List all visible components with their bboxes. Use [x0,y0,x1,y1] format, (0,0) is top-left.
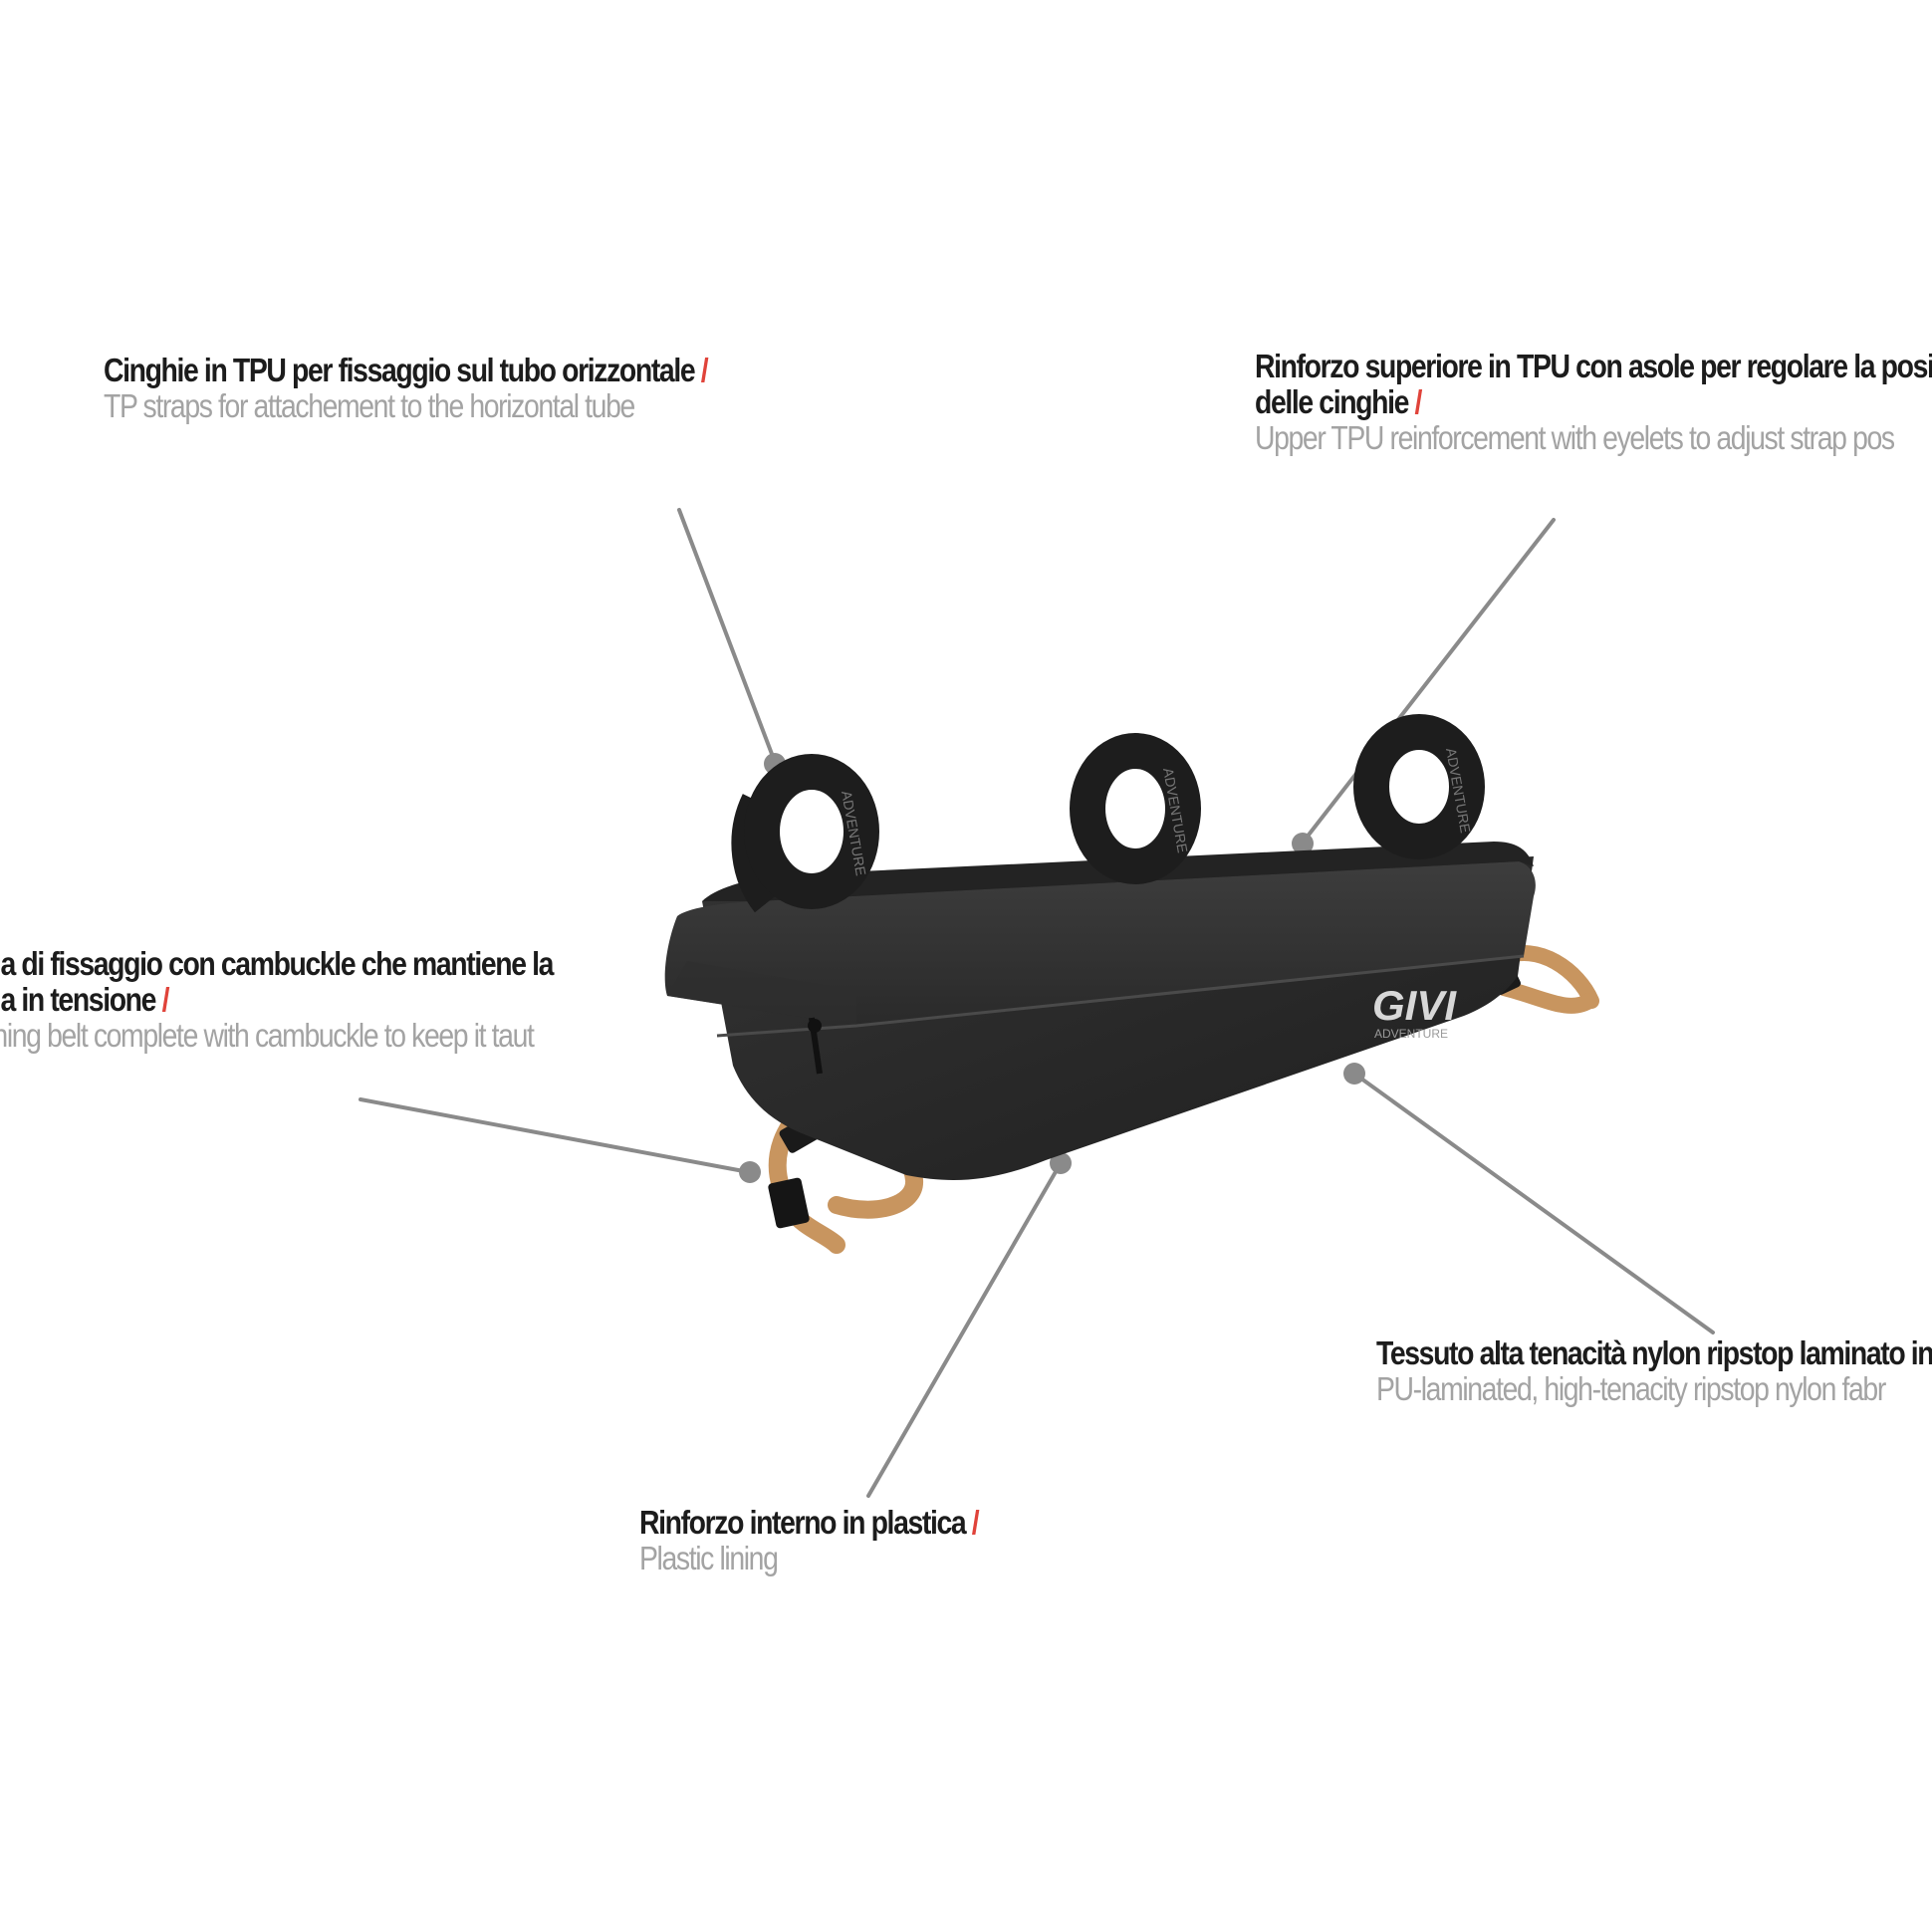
leader-dot-top-reinforcement [1292,833,1314,854]
callout-top-reinforcement-it-1: Rinforzo superiore in TPU con asole per … [1255,348,1932,384]
callout-fabric: Tessuto alta tenacità nylon ripstop lami… [1376,1335,1932,1407]
callout-top-reinforcement-it-2: delle cinghie / [1255,383,1422,420]
callout-top-straps-it: Cinghie in TPU per fissaggio sul tubo or… [104,352,709,388]
leader-line-fastening-belt [359,1097,751,1174]
top-strap-left: ADVENTURE [731,754,879,913]
givi-logo: GIVI [1372,982,1457,1029]
leader-line-top-straps [677,508,777,764]
callout-fastening-belt: hia di fissaggio con cambuckle che manti… [0,945,554,1054]
bag-seam [716,954,1525,1038]
callout-top-reinforcement: Rinforzo superiore in TPU con asole per … [1255,349,1932,456]
bag-side-panel [667,961,856,1026]
leader-line-plastic-lining [866,1161,1063,1498]
callout-fastening-belt-en: ening belt complete with cambuckle to ke… [0,1017,535,1054]
top-strap-right: ADVENTURE [1353,714,1485,859]
leader-dot-fabric [1343,1063,1365,1085]
top-strap-middle: ADVENTURE [1070,733,1201,884]
bag-top-panel [664,861,1536,1026]
callout-plastic-lining-it: Rinforzo interno in plastica / [639,1504,980,1541]
callout-plastic-lining: Rinforzo interno in plastica / Plastic l… [639,1504,980,1576]
callout-fabric-en: PU-laminated, high-tenacity ripstop nylo… [1376,1370,1886,1407]
leader-dot-fastening-belt [739,1161,761,1183]
callout-top-straps-en: TP straps for attachement to the horizon… [104,387,635,424]
givi-sub-logo: ADVENTURE [1374,1027,1448,1041]
callout-plastic-lining-en: Plastic lining [639,1540,779,1576]
leader-dot-plastic-lining [1050,1152,1072,1174]
callout-fabric-it: Tessuto alta tenacità nylon ripstop lami… [1376,1334,1932,1371]
front-strap-keeper [768,1177,810,1229]
callout-top-straps: Cinghie in TPU per fissaggio sul tubo or… [104,352,709,424]
leader-line-top-reinforcement [1301,518,1556,845]
callout-fastening-belt-it-2: hia in tensione / [0,981,169,1018]
callout-top-reinforcement-en: Upper TPU reinforcement with eyelets to … [1255,419,1895,456]
callout-fastening-belt-it-1: hia di fissaggio con cambuckle che manti… [0,945,554,982]
zipper-pull [808,1019,822,1033]
leader-line-fabric [1352,1072,1715,1334]
